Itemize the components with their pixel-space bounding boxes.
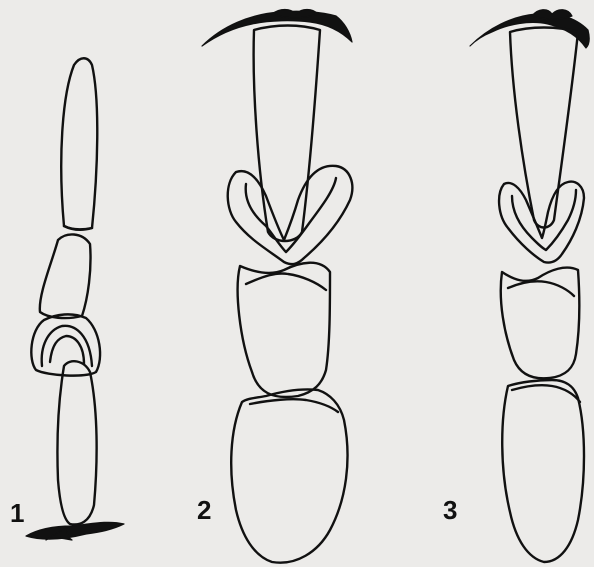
figure-3-label: 3 <box>443 497 457 523</box>
figure-3-leg <box>470 10 589 562</box>
figure-1-middle-segment <box>40 234 91 318</box>
figure-1-label: 1 <box>10 500 24 526</box>
figure-2-label: 2 <box>197 497 211 523</box>
figure-1-long-segment <box>57 361 96 524</box>
figure-2-proximal-segment <box>231 389 347 562</box>
figure-3-proximal-segment <box>502 380 584 562</box>
figure-2-distal-segment <box>254 26 320 242</box>
figure-3-middle-segment <box>501 268 580 379</box>
figure-2-claws <box>202 11 352 46</box>
figure-1-distal-segment <box>61 58 97 229</box>
figure-3-distal-segment <box>510 28 578 228</box>
figure-1-leg <box>26 58 124 540</box>
figure-2-leg <box>202 10 352 563</box>
figure-3-cup-segment <box>499 182 584 263</box>
